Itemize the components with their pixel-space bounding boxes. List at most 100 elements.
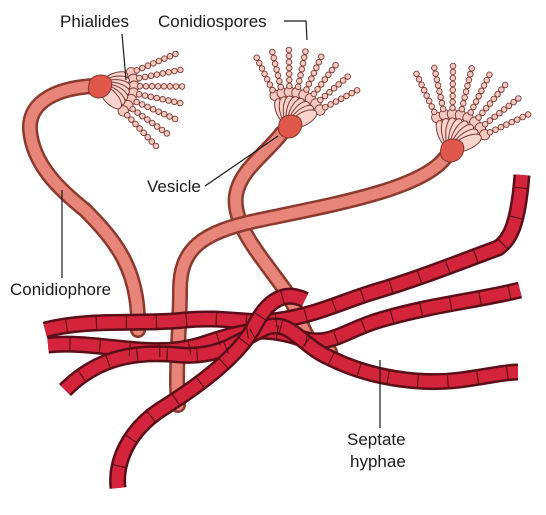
conidiospore: [257, 60, 263, 66]
conidiospore: [450, 93, 456, 99]
conidiospore: [179, 84, 185, 90]
conidiospore: [416, 77, 422, 83]
conidiospore: [426, 98, 432, 104]
conidiospore: [520, 114, 526, 120]
conidiospore: [167, 114, 173, 120]
conidiospore: [314, 65, 320, 71]
conidiospore: [354, 88, 360, 94]
conidiospore: [438, 94, 444, 100]
conidiospore: [433, 71, 439, 77]
conidiospore: [286, 65, 292, 71]
conidiospore: [136, 75, 142, 81]
conidiospore: [145, 117, 151, 123]
conidiospore: [434, 77, 440, 83]
conidiospore: [162, 56, 168, 62]
conidiospore: [277, 78, 283, 84]
conidiospore: [161, 84, 167, 90]
leader-conidiospores: [284, 21, 307, 40]
conidiospore: [514, 117, 520, 123]
conidiospore: [140, 113, 146, 119]
conidiospore: [297, 78, 303, 84]
conidiospore: [156, 58, 162, 64]
conidiospore: [154, 124, 160, 130]
septum: [246, 315, 247, 328]
conidiospore: [286, 71, 292, 77]
conidiospore: [421, 87, 427, 93]
conidiospore: [476, 93, 482, 99]
septum: [216, 313, 217, 326]
conidiospore: [137, 83, 143, 89]
conidiospore: [178, 67, 184, 73]
conidiospore: [274, 67, 280, 73]
conidiospore: [501, 107, 507, 113]
conidiospore: [326, 72, 332, 78]
conidiospore: [286, 59, 292, 65]
conidiospore: [318, 82, 324, 88]
conidiospore: [155, 84, 161, 90]
septum: [167, 348, 168, 361]
conidiospore: [450, 69, 456, 75]
conidiospore: [487, 72, 493, 78]
conidiospore: [271, 55, 277, 61]
conidiospore: [145, 63, 151, 69]
conidiospore: [311, 91, 317, 97]
conidiospore: [323, 104, 329, 110]
conidiospore: [344, 93, 350, 99]
label-septate: Septate: [347, 430, 406, 449]
conidiospore: [487, 101, 493, 107]
conidiospore: [431, 109, 437, 115]
conidiospore: [318, 54, 324, 60]
conidiospore: [432, 65, 438, 71]
conidiospore: [487, 118, 493, 124]
conidiospore: [172, 99, 178, 105]
conidiospore: [161, 111, 167, 117]
conidiospore: [419, 82, 425, 88]
conidiospore: [322, 77, 328, 83]
conidiospore: [301, 55, 307, 61]
conidiospore: [303, 49, 309, 55]
conidiospore: [491, 96, 497, 102]
conidiospore: [298, 72, 304, 78]
conidiospore: [299, 66, 305, 72]
conidiospore: [272, 61, 278, 67]
conidiospore: [333, 62, 339, 68]
conidiospore: [309, 76, 315, 82]
conidiospore: [130, 106, 136, 112]
conidiospore: [140, 65, 146, 71]
conidiospore: [504, 122, 510, 128]
conidiospore: [482, 121, 488, 127]
conidiospore: [173, 51, 179, 57]
conidiospore: [473, 99, 479, 105]
conidiospore: [487, 129, 493, 135]
label-phialides-group: Phialides: [60, 12, 129, 80]
conidiospore: [304, 87, 310, 93]
conidiospore: [439, 100, 445, 106]
conidiospore: [148, 94, 154, 100]
conidiospore: [156, 109, 162, 115]
septum: [447, 375, 448, 388]
conidiospore: [148, 73, 154, 79]
conidiospore: [465, 83, 471, 89]
conidiospore: [160, 71, 166, 77]
conidiospore: [328, 102, 334, 108]
conidiospore: [460, 101, 466, 107]
conidiospore: [145, 104, 151, 110]
septum: [96, 316, 97, 329]
conidiospore: [450, 87, 456, 93]
conidiospore: [333, 99, 339, 105]
label-conidiospores-group: Conidiospores: [158, 12, 307, 40]
conidiospore: [483, 105, 489, 111]
conidiospore: [479, 88, 485, 94]
conidiospore: [287, 83, 293, 89]
conidiospore: [166, 69, 172, 75]
label-conidiospores: Conidiospores: [158, 12, 267, 31]
conidiospore: [450, 81, 456, 87]
conidiospore: [142, 74, 148, 80]
conidiospore: [151, 61, 157, 67]
label-phialides: Phialides: [60, 12, 129, 31]
conidiospore: [516, 96, 522, 102]
conidiospore: [167, 84, 173, 90]
label-hyphae: hyphae: [350, 452, 406, 471]
conidiospore: [254, 55, 260, 61]
conidiospore: [329, 67, 335, 73]
